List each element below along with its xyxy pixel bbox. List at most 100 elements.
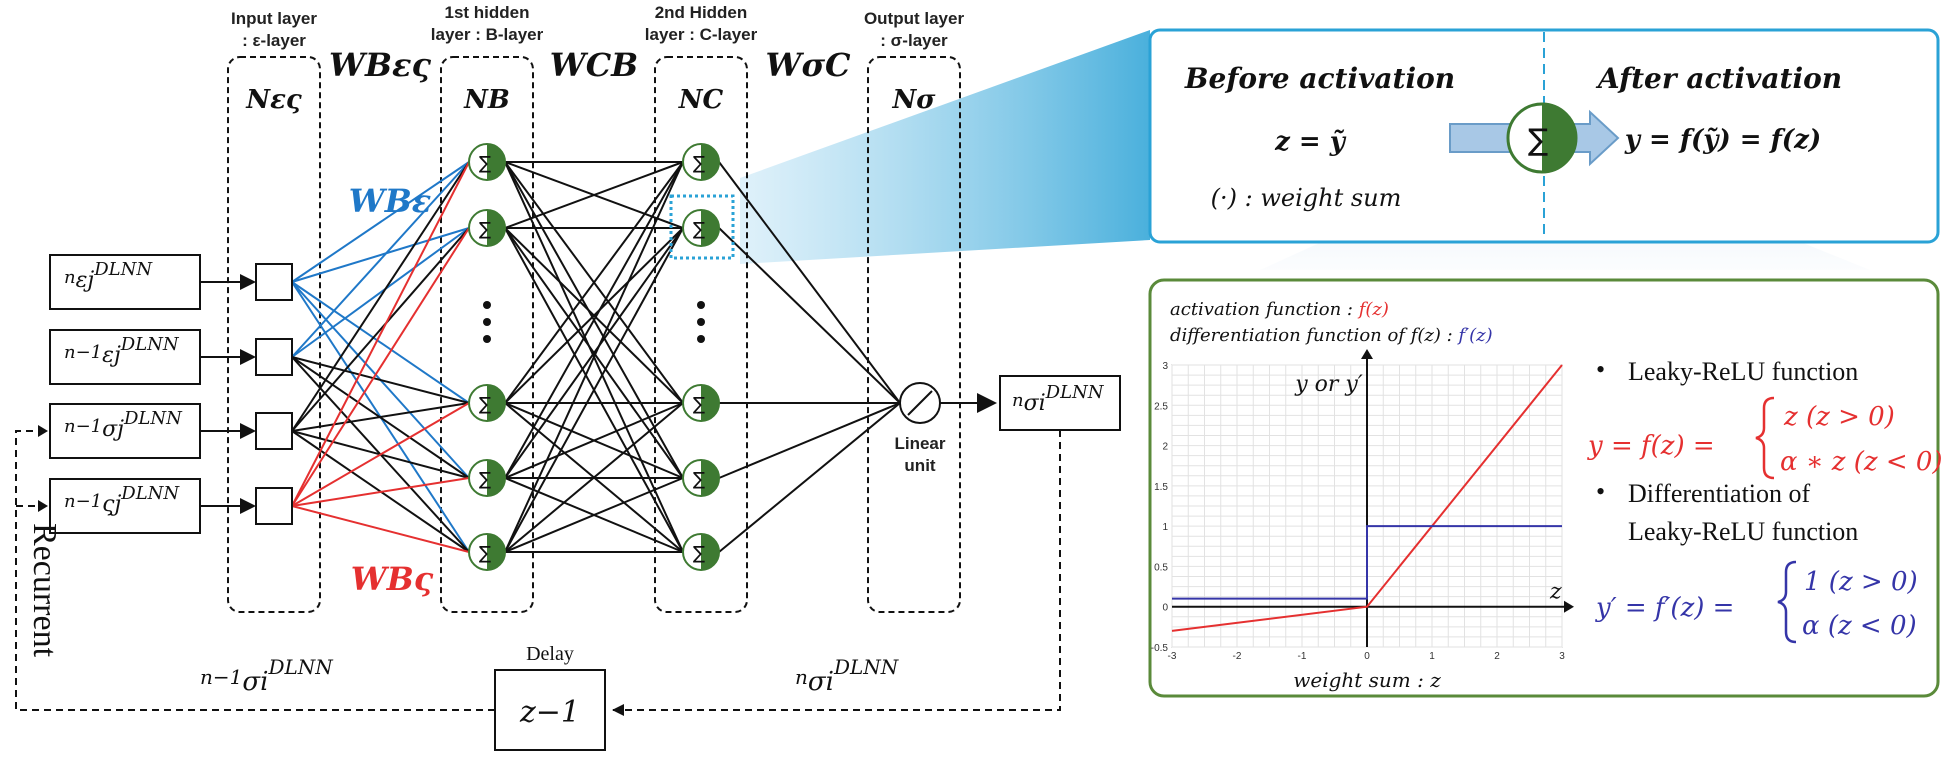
connection-input-hidden1 (291, 505, 470, 553)
chart-x-tick: -3 (1168, 651, 1177, 662)
weight-label-sigma-c: WσC (766, 46, 852, 84)
hidden1-layer-box (440, 56, 534, 613)
weight-label-b-epsilon: WBε (349, 182, 431, 220)
connection-hidden1-hidden2 (504, 161, 684, 479)
connection-input-hidden1 (291, 227, 470, 507)
connection-hidden2-output (718, 227, 901, 404)
input-label-3: n−1σjDLNN (64, 408, 183, 442)
input-node (255, 263, 293, 301)
chart-y-tick: 1 (1162, 522, 1168, 533)
svg-text:∑: ∑ (479, 469, 491, 490)
bullet-dot-2: • (1596, 477, 1605, 506)
recurrent-path (15, 430, 1061, 711)
zoom-beam (740, 30, 1150, 264)
neuron: ∑ (682, 384, 720, 422)
output-layer-subtitle: : σ-layer (880, 31, 948, 50)
connection-input-hidden1 (291, 402, 470, 432)
chart-x-label: weight sum : z (1293, 668, 1441, 692)
delay-box (494, 669, 606, 751)
delay-label: Delay (526, 643, 574, 665)
chart-y-label: y or y′ (1294, 372, 1363, 397)
input-arrows (200, 274, 256, 514)
neuron: ∑ (468, 143, 506, 181)
chart-y-tick: 0 (1162, 603, 1168, 614)
chart-axis-arrow-label: z (1549, 580, 1562, 605)
eq2-case-2: α (z < 0) (1802, 611, 1917, 641)
chart-y-tick: -0.5 (1151, 643, 1169, 654)
eq1-lhs: y = f(z) = (1587, 431, 1715, 461)
svg-text:∑: ∑ (693, 153, 705, 174)
connection-hidden1-hidden2 (504, 402, 684, 479)
bullet-differentiation-2: Leaky-ReLU function (1628, 517, 1858, 546)
eq2-brace (1777, 560, 1797, 644)
neuron: ∑ (468, 459, 506, 497)
chart-y-tick: 3 (1162, 361, 1168, 372)
svg-text:∑: ∑ (693, 543, 705, 564)
input-label-boxes (49, 254, 201, 534)
connection-input-hidden1 (291, 161, 470, 507)
input-node (255, 412, 293, 450)
eq1-case-1: z (z > 0) (1783, 402, 1895, 432)
output-label-box (999, 375, 1121, 431)
chart-series-line-2 (1172, 525, 1562, 600)
input-layer-node-label: Nες (245, 85, 302, 115)
connection-input-hidden1 (291, 161, 470, 358)
neuron: ∑ (468, 384, 506, 422)
weight-label-b-epsilon-sigma: WBες (329, 46, 431, 84)
output-layer-box (867, 56, 961, 613)
svg-text:∑: ∑ (479, 543, 491, 564)
input-label-4: n−1ςjDLNN (64, 483, 180, 517)
chart-y-tick: 0.5 (1154, 562, 1168, 573)
connection-input-hidden1 (291, 161, 470, 283)
connection-hidden2-output (718, 402, 901, 479)
after-activation-title: After activation (1595, 62, 1842, 95)
output-layer-node-label: Nσ (892, 85, 937, 115)
eq2-case-1: 1 (z > 0) (1804, 567, 1918, 597)
hidden2-ellipsis (697, 301, 705, 343)
neuron: ∑ (682, 459, 720, 497)
connection-hidden1-hidden2 (504, 161, 684, 553)
connection-input-hidden1 (291, 161, 470, 432)
feedback-left-signal: n−1σiDLNN (200, 655, 334, 697)
chart-x-tick: 3 (1559, 651, 1565, 662)
connection-hidden2-output (718, 402, 901, 553)
connection-hidden1-hidden2 (504, 227, 684, 479)
hidden2-layer-title: 2nd Hidden (655, 3, 748, 22)
chart-x-tick: 0 (1364, 651, 1370, 662)
after-activation-eq: y = f(ỹ) = f(z) (1624, 125, 1821, 155)
linear-unit-label-1: Linear (894, 434, 945, 453)
hidden2-layer-box (654, 56, 748, 613)
neuron: ∑ (682, 209, 720, 247)
activation-function-line: activation function : f(z) (1170, 299, 1389, 320)
neuron: ∑ (682, 533, 720, 571)
differentiation-function-line: differentiation function of f(z) : f′(z) (1170, 325, 1493, 346)
linear-unit-label-2: unit (904, 456, 935, 475)
connection-hidden1-hidden2 (504, 227, 684, 404)
svg-text:∑: ∑ (479, 394, 491, 415)
feedback-right-signal: nσiDLNN (795, 655, 900, 697)
connection-input-hidden1 (291, 402, 470, 507)
connection-input-hidden1 (291, 356, 470, 404)
input-node (255, 487, 293, 525)
eq1-brace (1755, 396, 1775, 480)
chart-x-tick: -1 (1298, 651, 1307, 662)
connection-input-hidden1 (291, 281, 470, 404)
eq1-case-2: α ∗ z (z < 0) (1780, 447, 1943, 477)
chart-x-tick: -2 (1233, 651, 1242, 662)
hidden1-ellipsis (483, 301, 491, 343)
weight-label-cb: WCB (550, 46, 638, 84)
input-node (255, 338, 293, 376)
connection-input-hidden1 (291, 227, 470, 358)
connection-hidden1-hidden2 (504, 227, 684, 553)
hidden1-layer-subtitle: layer : B-layer (431, 25, 544, 44)
connection-input-hidden1 (291, 227, 470, 283)
input-label-1: nεjDLNN (64, 259, 153, 293)
neuron: ∑ (468, 533, 506, 571)
recurrent-label: Recurrent (26, 523, 63, 658)
connection-hidden1-hidden2 (504, 477, 684, 553)
connection-input-hidden1 (291, 477, 470, 507)
connection-input-hidden1 (291, 227, 470, 432)
bullet-differentiation-1: Differentiation of (1628, 479, 1811, 508)
